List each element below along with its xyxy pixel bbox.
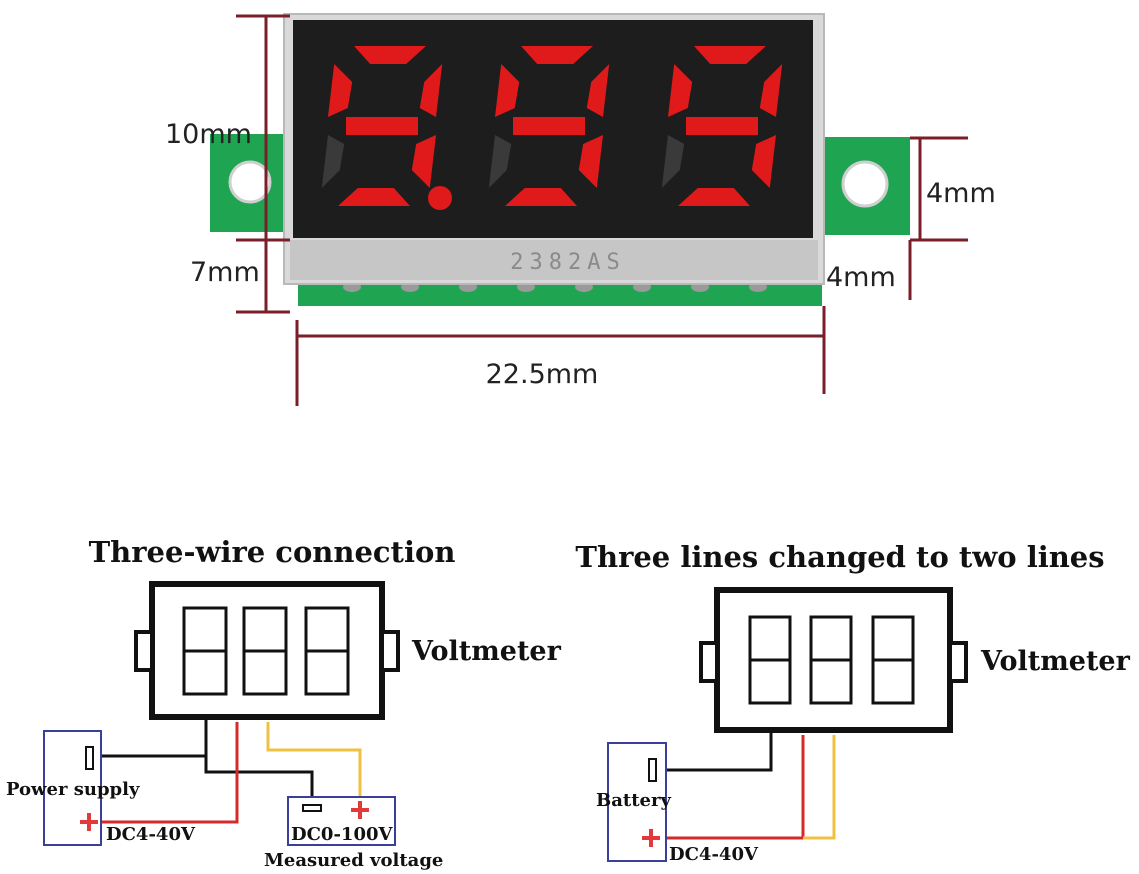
segment-3-f	[668, 64, 693, 117]
battery-voltage: DC4-40V	[669, 844, 759, 865]
segment-2-b	[586, 64, 610, 117]
segment-3-b	[759, 64, 783, 117]
left-yellow-wire-measured	[266, 722, 362, 800]
voltmeter-module-photo: 2382AS	[210, 13, 910, 306]
segment-3-c	[751, 135, 776, 188]
power-supply-box	[43, 730, 102, 846]
battery-label: Battery	[596, 790, 671, 811]
right-diagram-title: Three lines changed to two lines	[575, 540, 1104, 574]
segment-3-g	[686, 117, 758, 135]
segment-2-e	[488, 135, 512, 188]
dim-label-tab-width: 4mm	[826, 262, 896, 293]
left-segment-digits	[182, 606, 350, 696]
three-wire-diagram: Three-wire connection Voltmeter Power su…	[6, 535, 562, 871]
segment-3-e	[661, 135, 685, 188]
segment-1-e	[321, 135, 345, 188]
decimal-point	[428, 186, 452, 210]
right-black-wire	[666, 733, 773, 772]
right-segment-digits	[748, 615, 915, 705]
plus-icon	[80, 813, 98, 831]
right-red-wire	[666, 735, 805, 840]
plus-icon	[351, 801, 369, 819]
segment-3-d	[678, 188, 750, 206]
segment-2-c	[578, 135, 603, 188]
left-black-wire-measured	[204, 756, 314, 798]
two-wire-diagram: Three lines changed to two lines Voltmet…	[575, 540, 1130, 865]
segment-1-g	[346, 117, 418, 135]
digit-display	[321, 46, 783, 210]
left-red-wire-supply	[100, 722, 239, 824]
measured-box-voltage: DC0-100V	[291, 824, 394, 845]
measured-voltage-label: Measured voltage	[264, 850, 443, 871]
dim-label-10mm: 10mm	[165, 119, 252, 150]
chip-marking: 2382AS	[510, 250, 625, 275]
segment-3-a	[694, 46, 766, 64]
left-black-wire-supply	[100, 717, 208, 758]
segment-1-d	[338, 188, 410, 206]
plus-icon	[642, 829, 660, 847]
power-supply-voltage: DC4-40V	[106, 824, 196, 845]
segment-2-g	[513, 117, 585, 135]
segment-1-f	[328, 64, 353, 117]
segment-2-a	[521, 46, 593, 64]
dim-label-width: 22.5mm	[486, 359, 599, 390]
segment-2-d	[505, 188, 577, 206]
left-mounting-tab	[210, 134, 296, 232]
right-yellow-wire	[803, 735, 836, 840]
segment-1-a	[354, 46, 426, 64]
left-voltmeter-label: Voltmeter	[411, 636, 562, 667]
right-voltmeter-label: Voltmeter	[980, 646, 1131, 677]
segment-1-c	[411, 135, 436, 188]
dim-label-7mm: 7mm	[190, 257, 260, 288]
dim-label-tab-height: 4mm	[926, 178, 996, 209]
power-supply-label: Power supply	[6, 779, 140, 800]
left-diagram-title: Three-wire connection	[89, 535, 456, 569]
segment-1-b	[419, 64, 443, 117]
dimension-lines	[236, 14, 968, 406]
right-mounting-tab	[810, 137, 910, 235]
segment-2-f	[495, 64, 520, 117]
